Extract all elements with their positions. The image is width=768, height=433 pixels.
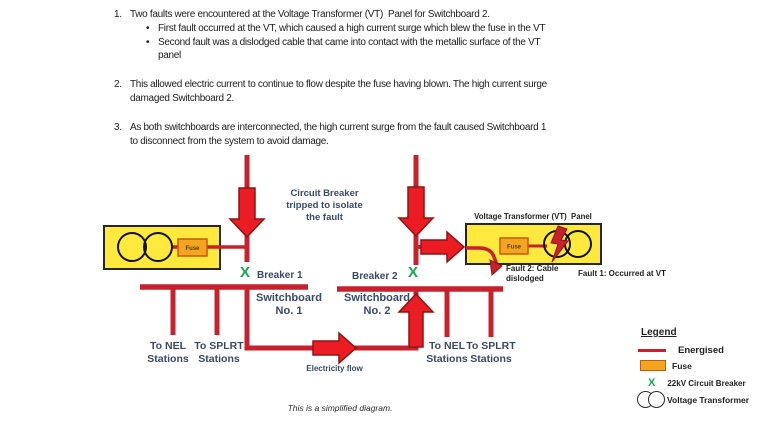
note-3: 3. As both switchboards are interconnect… [114,121,654,149]
sb1-to-splrt-label: To SPLRT Stations [194,340,244,365]
note-2-text: This allowed electric current to continu… [130,79,547,104]
note-1-text: Two faults were encountered at the Volta… [130,9,490,20]
sb2-to-nel-label: To NEL Stations [426,340,468,365]
electricity-flow-arrow [312,331,358,365]
vt-panel-box-right [465,223,602,265]
dislodged-cable-arrowhead [489,259,503,277]
bullet-marker: • [146,36,150,48]
legend-row-breaker: X 22kV Circuit Breaker [648,377,746,389]
vt-panel-title: Voltage Transformer (VT) Panel [474,212,592,221]
breaker2-x-icon: X [408,264,419,281]
note-3-text: As both switchboards are interconnected,… [130,121,547,147]
fuse-box-right [499,237,529,255]
energised-line-icon [638,349,666,352]
legend-fuse-label: Fuse [672,360,692,371]
note-2: 2. This allowed electric current to cont… [114,78,654,106]
note-1-bullet-1: • First fault occurred at the VT, which … [114,22,654,36]
fuse-swatch-icon [640,360,666,371]
legend-title: Legend [641,327,677,338]
arrow-into-vt-panel [420,230,466,264]
down-arrow-left [228,187,266,239]
fault1-label: Fault 1: Occurred at VT [578,269,667,278]
fault2-label: Fault 2: Cable dislodged [506,264,559,283]
breaker2-label: Breaker 2 [352,271,398,282]
up-arrow-into-sb2 [397,292,435,348]
transformer-icon-left [117,232,147,262]
note-1-bullet-2: • Second fault was a dislodged cable tha… [114,36,654,64]
footer-note: This is a simplified diagram. [287,403,393,413]
switchboard1-label: Switchboard No. 1 [255,292,322,317]
breaker1-label: Breaker 1 [257,270,303,281]
note-1-number: 1. [114,9,122,20]
note-1-bullet-2-text: Second fault was a dislodged cable that … [158,36,541,62]
legend: Legend Energised Fuse X 22kV Circuit Bre… [637,327,766,408]
transformer-icon-left [143,232,173,262]
legend-breaker-label: 22kV Circuit Breaker [667,378,746,388]
note-3-number: 3. [114,121,122,133]
fuse-box-left [177,238,208,257]
down-arrow-right [397,186,435,238]
notes-block: 1. Two faults were encountered at the Vo… [114,8,654,148]
legend-row-vt: Voltage Transformer [637,391,749,408]
breaker-tripped-note: Circuit Breaker tripped to isolate the f… [286,188,363,223]
sb2-to-splrt-label: To SPLRT Stations [466,340,516,365]
note-1: 1. Two faults were encountered at the Vo… [114,8,654,22]
sb1-to-nel-label: To NEL Stations [147,340,189,365]
voltage-transformer-icon [637,391,665,408]
legend-row-fuse: Fuse [640,360,692,371]
breaker1-x-icon: X [240,264,251,281]
electricity-flow-label: Electricity flow [306,364,363,373]
switchboard2-label: Switchboard No. 2 [343,292,410,317]
bullet-marker: • [146,22,150,34]
legend-energised-label: Energised [678,345,724,356]
note-2-number: 2. [114,79,122,91]
legend-vt-label: Voltage Transformer [667,394,750,405]
dislodged-cable [466,246,499,266]
fault1-bolt-icon [550,225,569,263]
fuse-label-right: Fuse [507,245,522,251]
note-1-bullet-1-text: First fault occurred at the VT, which ca… [158,22,546,34]
breaker-x-icon: X [648,377,656,389]
fuse-label-left: Fuse [185,246,200,252]
legend-row-energised: Energised [638,345,724,356]
